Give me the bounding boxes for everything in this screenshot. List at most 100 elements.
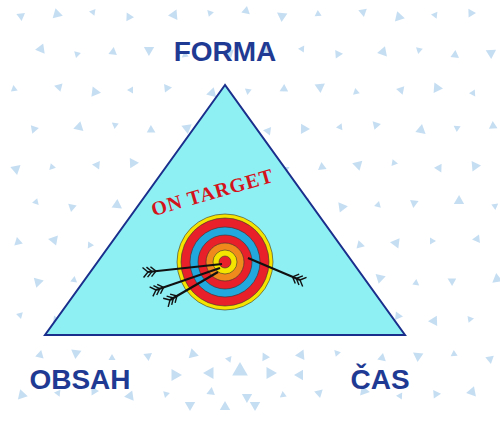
- pattern-triangle: [491, 204, 498, 210]
- pattern-triangle: [486, 50, 496, 59]
- target-ring: [198, 235, 252, 289]
- pattern-triangle: [373, 121, 381, 130]
- pattern-triangle: [48, 235, 58, 245]
- pattern-triangle: [53, 8, 63, 18]
- pattern-triangle: [130, 158, 139, 168]
- pattern-triangle: [485, 356, 494, 364]
- pattern-triangle: [472, 161, 481, 171]
- pattern-triangle: [454, 195, 464, 204]
- pattern-triangle: [395, 11, 405, 21]
- pattern-triangle: [220, 401, 230, 410]
- pattern-triangle: [35, 350, 43, 358]
- pattern-triangle: [163, 391, 170, 398]
- arrow: [248, 258, 307, 287]
- pattern-triangle: [250, 402, 260, 411]
- pattern-triangle: [489, 121, 498, 129]
- pattern-triangle: [396, 86, 404, 95]
- pattern-triangle: [242, 394, 252, 403]
- pattern-triangle: [225, 356, 232, 363]
- pattern-triangle: [32, 198, 39, 205]
- pattern-triangle: [318, 162, 327, 170]
- pattern-triangle: [469, 89, 475, 96]
- vertex-label: OBSAH: [29, 366, 130, 394]
- pattern-triangle: [172, 369, 183, 381]
- pattern-triangle: [451, 50, 460, 58]
- pattern-triangle: [377, 353, 386, 361]
- pattern-triangle: [315, 84, 325, 93]
- pattern-triangle: [353, 88, 360, 95]
- background-pattern: [10, 6, 500, 411]
- pattern-triangle: [31, 125, 39, 134]
- pattern-triangle: [468, 9, 476, 18]
- pattern-triangle: [11, 85, 18, 92]
- pattern-triangle: [108, 47, 117, 55]
- pattern-triangle: [395, 312, 403, 321]
- pattern-triangle: [143, 353, 152, 361]
- pattern-triangle: [434, 164, 442, 173]
- pattern-triangle: [126, 13, 134, 22]
- pattern-triangle: [334, 350, 341, 357]
- pattern-triangle: [262, 353, 270, 362]
- pattern-triangle: [54, 83, 62, 91]
- pattern-triangle: [430, 238, 436, 245]
- pattern-triangle: [431, 12, 437, 19]
- pattern-triangle: [298, 46, 304, 53]
- pattern-triangle: [49, 163, 56, 170]
- pattern-triangle: [294, 370, 303, 380]
- pattern-triangle: [241, 6, 250, 14]
- pattern-triangle: [74, 51, 81, 58]
- pattern-triangle: [147, 125, 156, 133]
- target-ring: [219, 256, 231, 268]
- pattern-triangle: [109, 354, 116, 360]
- pattern-triangle: [390, 238, 400, 248]
- pattern-triangle: [189, 348, 199, 358]
- pattern-triangle: [392, 159, 399, 166]
- pattern-triangle: [88, 241, 94, 248]
- pattern-triangle: [203, 367, 214, 379]
- pattern-triangle: [376, 274, 386, 284]
- pattern-triangle: [92, 161, 100, 170]
- pattern-triangle: [267, 367, 278, 379]
- pattern-triangle: [35, 43, 45, 53]
- pattern-triangle: [454, 126, 461, 132]
- pattern-triangle: [245, 89, 252, 96]
- pattern-triangle: [301, 124, 310, 134]
- pattern-triangle: [73, 121, 83, 131]
- pattern-triangle: [410, 200, 419, 208]
- pattern-triangle: [34, 278, 44, 288]
- pattern-triangle: [434, 83, 443, 93]
- arrows: [142, 258, 306, 307]
- pattern-triangle: [112, 123, 119, 129]
- pattern-triangle: [472, 234, 480, 243]
- target-ring: [190, 227, 260, 297]
- pattern-triangle: [16, 312, 23, 319]
- pattern-triangle: [492, 273, 500, 283]
- pattern-triangle: [428, 316, 437, 326]
- pattern-triangle: [377, 46, 387, 56]
- pattern-triangle: [70, 276, 77, 283]
- pattern-triangle: [18, 389, 28, 399]
- vertex-label: FORMA: [174, 38, 277, 66]
- pattern-triangle: [16, 13, 25, 21]
- pattern-triangle: [416, 47, 423, 54]
- pattern-triangle: [357, 240, 365, 248]
- pattern-triangle: [358, 9, 367, 17]
- pattern-triangle: [295, 350, 304, 360]
- pattern-triangle: [263, 127, 271, 136]
- vertex-label: ČAS: [350, 366, 409, 394]
- pattern-triangle: [206, 387, 215, 395]
- pattern-triangle: [14, 237, 22, 245]
- pattern-triangle: [415, 124, 425, 134]
- pattern-triangle: [448, 278, 457, 286]
- pattern-triangle: [338, 202, 348, 212]
- pattern-triangle: [280, 84, 289, 92]
- pattern-triangle: [468, 316, 475, 323]
- pattern-triangle: [277, 13, 287, 22]
- pattern-triangle: [168, 10, 177, 20]
- pattern-triangle: [206, 87, 216, 97]
- arrow: [163, 272, 218, 307]
- pattern-triangle: [336, 123, 342, 130]
- pattern-triangle: [335, 50, 343, 59]
- pattern-triangle: [207, 10, 214, 17]
- main-triangle: [45, 85, 405, 335]
